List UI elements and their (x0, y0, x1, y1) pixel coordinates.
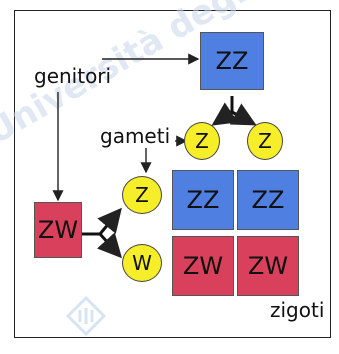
gamete-female-z: Z (122, 176, 162, 214)
zygote-zw-1: ZW (172, 236, 234, 296)
zygote-zw-2: ZW (237, 236, 299, 296)
parents-label: genitori (34, 64, 112, 88)
zygote-zz-2: ZZ (237, 170, 299, 230)
gametes-label: gameti (100, 124, 171, 148)
zygotes-label: zigoti (270, 298, 325, 322)
gamete-female-w: W (122, 244, 162, 282)
parent-zw-box: ZW (34, 202, 82, 258)
zygote-zz-1: ZZ (172, 170, 234, 230)
university-logo-icon (65, 295, 107, 337)
gamete-male-2: Z (247, 122, 283, 160)
gamete-male-1: Z (184, 122, 220, 160)
parent-zz-box: ZZ (200, 32, 264, 90)
